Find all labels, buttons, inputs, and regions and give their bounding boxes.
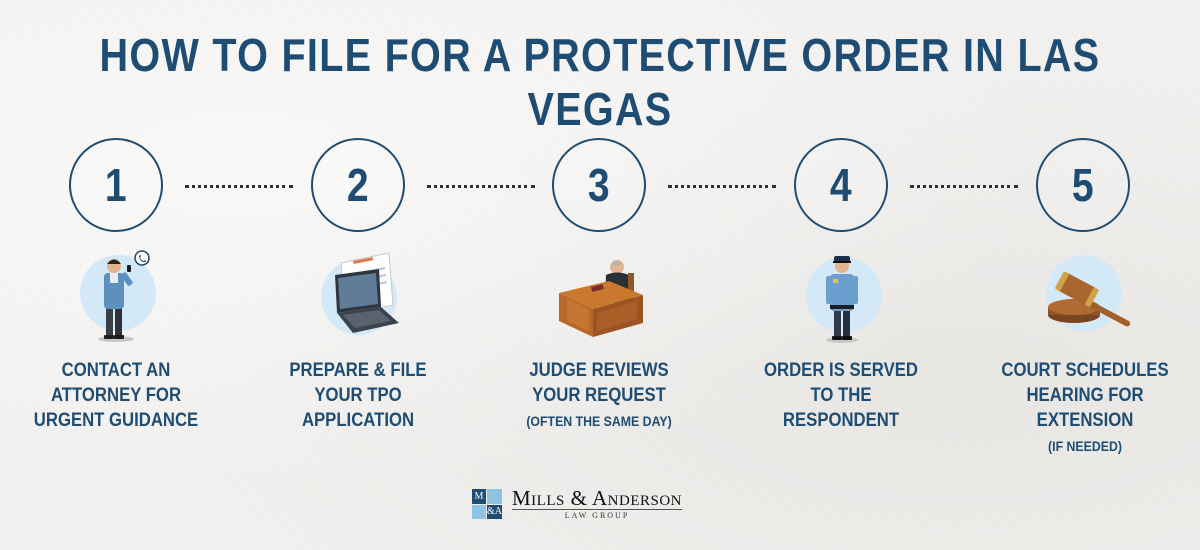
step-2-label: PREPARE & FILE YOUR TPO APPLICATION [270,358,446,433]
step-5-label-line-1: COURT SCHEDULES [1001,360,1169,381]
step-5-label-line-3: EXTENSION [1036,410,1134,431]
step-connector-4-5 [910,185,1018,188]
logo-mark-cell-1: M [472,489,486,504]
firm-logo: M &A Mills & Anderson LAW GROUP [472,486,683,521]
step-connector-3-4 [668,185,776,188]
page-title: HOW TO FILE FOR A PROTECTIVE ORDER IN LA… [99,29,1101,135]
step-connector-2-3 [427,185,535,188]
step-1-number-circle: 1 [69,138,163,232]
step-1-label-line-1: CONTACT AN [61,360,171,381]
step-4-label-line-2: TO THE [810,385,872,406]
logo-mark-cell-2 [487,489,502,504]
step-5-label: COURT SCHEDULES HEARING FOR EXTENSION (I… [997,358,1173,457]
step-4-number-circle: 4 [794,138,888,232]
step-4-number: 4 [830,159,852,211]
step-3-number-circle: 3 [552,138,646,232]
step-3-label-note: (OFTEN THE SAME DAY) [526,413,672,429]
step-3-label: JUDGE REVIEWS YOUR REQUEST (OFTEN THE SA… [511,358,687,432]
step-4-label-line-3: RESPONDENT [782,410,900,431]
logo-mark-icon: M &A [472,489,502,519]
step-4-label: ORDER IS SERVED TO THE RESPONDENT [753,358,929,433]
step-2-label-line-3: APPLICATION [301,410,415,431]
step-3-label-line-2: YOUR REQUEST [532,385,666,406]
step-5-label-line-2: HEARING FOR [1026,385,1144,406]
step-2-number: 2 [347,159,369,211]
step-2-label-line-1: PREPARE & FILE [289,360,427,381]
step-2-number-circle: 2 [311,138,405,232]
step-connector-1-2 [185,185,293,188]
judge-bench-icon [549,245,649,345]
step-1-label-line-3: URGENT GUIDANCE [33,410,199,431]
police-officer-icon [792,245,892,345]
step-1-number: 1 [105,159,127,211]
step-5-label-note: (IF NEEDED) [1048,438,1122,454]
laptop-form-icon [309,245,409,345]
step-1-label-line-2: ATTORNEY FOR [50,385,182,406]
gavel-icon [1036,245,1136,345]
logo-mark-cell-4: &A [487,504,502,519]
logo-firm-name: Mills & Anderson [512,486,683,510]
step-2-label-line-2: YOUR TPO [314,385,402,406]
attorney-phone-icon [66,245,166,345]
logo-wordmark: Mills & Anderson LAW GROUP [512,486,683,521]
logo-firm-subtitle: LAW GROUP [512,509,683,521]
step-3-label-line-1: JUDGE REVIEWS [529,360,669,381]
step-5-number-circle: 5 [1036,138,1130,232]
step-3-number: 3 [588,159,610,211]
logo-mark-cell-3 [472,504,486,519]
step-4-label-line-1: ORDER IS SERVED [764,360,918,381]
step-5-number: 5 [1072,159,1094,211]
step-1-label: CONTACT AN ATTORNEY FOR URGENT GUIDANCE [28,358,204,433]
